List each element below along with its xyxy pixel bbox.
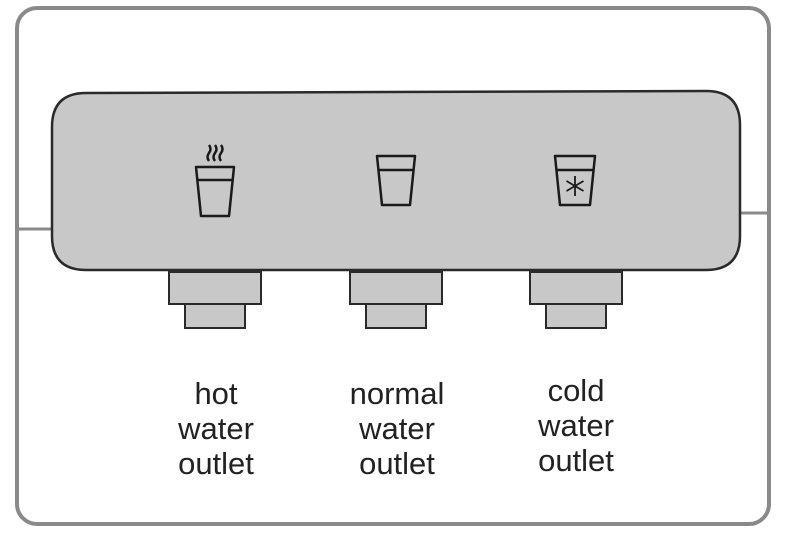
- normal-water-cup-icon: [375, 154, 417, 207]
- label-line: outlet: [538, 443, 614, 478]
- label-line: water: [359, 411, 435, 446]
- label-line: outlet: [178, 446, 254, 481]
- control-panel: [50, 89, 742, 272]
- cold-water-outlet-label: cold water outlet: [486, 373, 666, 478]
- hot-water-cup-icon: [194, 144, 236, 218]
- label-line: normal: [349, 376, 445, 411]
- label-line: water: [538, 408, 614, 443]
- normal-water-outlet-label: normal water outlet: [307, 376, 487, 481]
- snowflake-icon: [566, 176, 584, 196]
- cold-water-nozzle[interactable]: [529, 271, 623, 329]
- hot-water-nozzle[interactable]: [168, 271, 262, 329]
- cold-water-cup-icon: [553, 154, 597, 207]
- label-line: outlet: [359, 446, 435, 481]
- label-line: water: [178, 411, 254, 446]
- label-line: hot: [194, 376, 238, 411]
- normal-water-nozzle[interactable]: [349, 271, 443, 329]
- hot-water-outlet-label: hot water outlet: [126, 376, 306, 481]
- label-line: cold: [547, 373, 605, 408]
